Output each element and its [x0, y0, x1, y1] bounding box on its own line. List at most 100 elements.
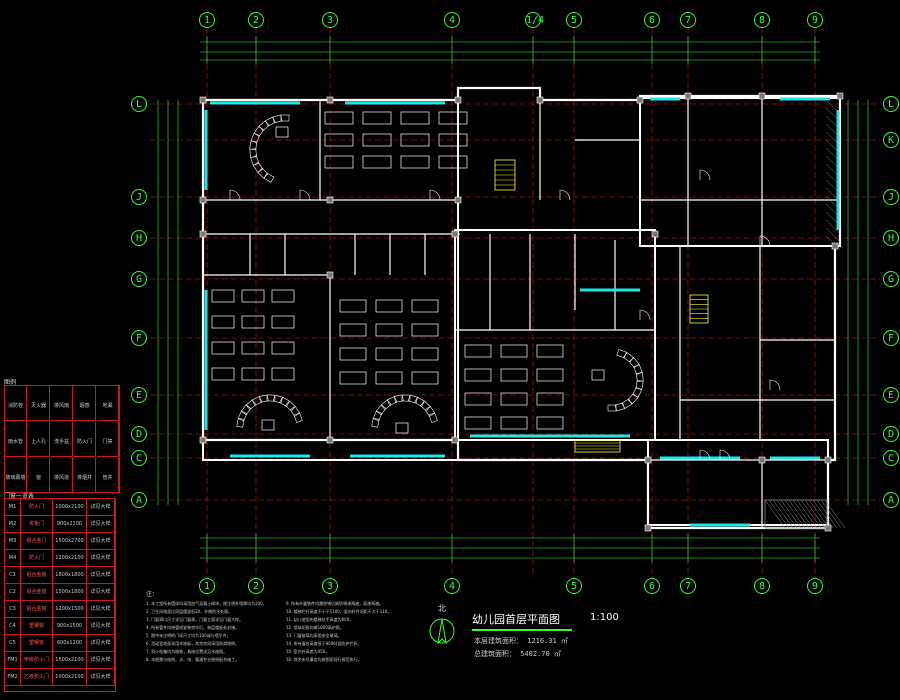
legend-cell: 上人孔: [28, 422, 50, 457]
bench-seat: [258, 394, 269, 403]
schedule-cell: M3: [5, 533, 21, 550]
schedule-cell: 铝合金窗: [21, 567, 53, 584]
desk: [438, 155, 468, 169]
axis-bubble-top: 9: [807, 12, 823, 28]
structural-column: [199, 230, 207, 238]
desk: [400, 111, 430, 125]
teacher-desk: [261, 419, 275, 431]
structural-column: [636, 96, 644, 104]
axis-bubble-bottom: 9: [807, 578, 823, 594]
hatch-line: [825, 171, 841, 187]
bench-seat: [614, 402, 625, 412]
desk: [411, 299, 439, 313]
hatch-line: [825, 195, 841, 211]
hatch-line: [784, 499, 806, 529]
axis-bubble-top: 6: [644, 12, 660, 28]
structural-column: [326, 436, 334, 444]
legend-cell: 门禁: [97, 422, 119, 457]
bench-seat: [252, 161, 264, 173]
desk: [211, 289, 235, 303]
legend-cell: 灭火器: [28, 386, 50, 421]
axis-bubble-top: 4: [444, 12, 460, 28]
desk: [339, 323, 367, 337]
building-walls: [199, 86, 844, 532]
desk: [500, 344, 528, 358]
hatch-line: [825, 219, 841, 235]
structural-column: [644, 524, 652, 532]
schedule-cell: 900x2100: [53, 516, 87, 533]
desk: [411, 371, 439, 385]
hatch-line: [796, 499, 818, 529]
desk: [271, 367, 295, 381]
axis-bubble-bottom: 7: [680, 578, 696, 594]
bench-seat: [293, 412, 303, 423]
desk: [438, 133, 468, 147]
notes-column-2: 9. 所有外露铁件均需除锈后刷防锈漆两遍，面漆两遍。10. 楼梯栏杆高度不小于1…: [286, 600, 391, 664]
schedule-cell: 1800x1800: [53, 567, 87, 584]
hatch-line: [772, 499, 794, 529]
door-swing: [719, 449, 731, 461]
structural-column: [451, 230, 459, 238]
hatch-line: [825, 131, 841, 147]
misc-annotations: [229, 99, 846, 529]
legend-cell: 地漏: [97, 386, 119, 421]
structural-column: [326, 196, 334, 204]
desk: [375, 299, 403, 313]
hatch-line: [824, 499, 846, 529]
bench-seat: [272, 114, 283, 124]
desk: [411, 323, 439, 337]
hatch-line: [804, 499, 826, 529]
bench-seat: [237, 410, 248, 422]
note-line: 16. 其余未尽事宜均按国家现行规范执行。: [286, 657, 362, 662]
schedule-cell: 1500x1800: [53, 584, 87, 601]
hatch-line: [825, 155, 841, 171]
door-swing: [299, 189, 311, 201]
axis-bubble-bottom: 4: [444, 578, 460, 594]
bench-seat: [250, 132, 260, 144]
axis-bubble-bottom: 6: [644, 578, 660, 594]
hatch-line: [825, 115, 841, 131]
axis-bubble-left: F: [131, 330, 147, 346]
door-swing: [559, 189, 571, 201]
schedule-cell: 详见大样: [87, 669, 115, 686]
hatch-line: [825, 211, 841, 227]
schedule-cell: 详见大样: [87, 635, 115, 652]
schedule-cell: M4: [5, 550, 21, 567]
terrace-hatch: [764, 99, 846, 529]
hatch-line: [792, 499, 814, 529]
axis-bubble-bottom: 3: [322, 578, 338, 594]
note-line: 15. 室内外高差为450。: [286, 649, 330, 654]
schedule-cell: 详见大样: [87, 618, 115, 635]
structural-column: [199, 196, 207, 204]
schedule-cell: 详见大样: [87, 550, 115, 567]
bench-seat: [250, 155, 260, 166]
bench-seat: [616, 349, 627, 359]
axis-bubble-right: K: [883, 132, 899, 148]
hatch-line: [825, 107, 841, 123]
axis-bubble-top: 1/4: [525, 12, 544, 28]
door-swing: [229, 189, 241, 201]
note-line: 4. 所有管井均待管线安装完毕后，每层楼板处封堵。: [146, 625, 240, 630]
schedule-cell: 铝合金门: [21, 533, 53, 550]
desk: [324, 111, 354, 125]
structural-column: [651, 230, 659, 238]
desk: [400, 133, 430, 147]
legend-title: 图例: [4, 379, 17, 386]
bench-seat: [623, 352, 634, 363]
outer-wall: [647, 439, 829, 526]
bench-seat: [284, 400, 296, 412]
desk: [271, 315, 295, 329]
schedule-cell: FM1: [5, 652, 21, 669]
axis-bubble-top: 5: [566, 12, 582, 28]
building-outline: [201, 86, 842, 530]
hatch-line: [825, 203, 841, 219]
hatch-line: [780, 499, 802, 529]
axis-bubble-right: G: [883, 271, 899, 287]
note-line: 10. 楼梯栏杆高度不小于1100，竖向杆件间距不大于110。: [286, 609, 392, 614]
hatch-line: [825, 147, 841, 163]
bench-seat: [240, 404, 252, 416]
desk: [211, 367, 235, 381]
axis-bubble-right: J: [883, 189, 899, 205]
schedule-cell: 详见大样: [87, 652, 115, 669]
legend-cell: 防火门: [74, 422, 96, 457]
